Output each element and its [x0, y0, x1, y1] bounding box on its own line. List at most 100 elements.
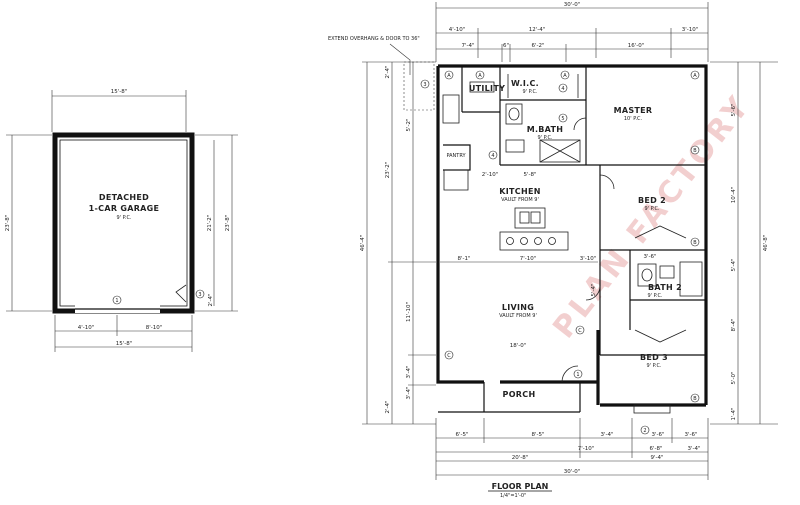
bed2-closet-doors [634, 225, 687, 239]
tag-b-2 [690, 237, 700, 247]
dim-kitchen-w: 7'-10" [520, 256, 537, 262]
tag-four-2-label: 4 [491, 153, 494, 159]
garage-inner-wall [59, 139, 188, 307]
house: 30'-0" 4'-10" 12'-4" 3'-10" 7'-4" 6" 6'-… [328, 2, 778, 480]
garage-side-door-tag [195, 289, 205, 299]
dim-kitchen-left: 8'-1" [457, 256, 470, 262]
garage-overall-width: 15'-8" [111, 89, 128, 95]
mbath-vanity [505, 103, 523, 125]
garage-side-door-swing [175, 284, 187, 303]
room-kitchen-sub: VAULT FROM 9' [501, 197, 539, 203]
bed2-door-swing [599, 174, 615, 190]
house-left-dim-1: 2'-4" [385, 65, 391, 78]
room-living-sub: VAULT FROM 9' [499, 313, 537, 319]
tag-three-label: 3 [423, 82, 426, 88]
mbath-shower-x2 [539, 139, 581, 163]
tag-c-1 [444, 350, 454, 360]
tag-c-1-label: C [447, 353, 451, 359]
stool-1 [506, 237, 514, 245]
room-bed2-sub: 9' P.C. [644, 206, 659, 212]
garage-door-left: 4'-10" [78, 325, 95, 331]
tag-five-label: 5 [561, 116, 564, 122]
tag-b-1 [690, 145, 700, 155]
house-right-dim-6: 1'-4" [731, 407, 737, 420]
house-overall-width-bottom: 30'-0" [564, 469, 581, 475]
dim-kitchen-right: 3'-10" [580, 256, 597, 262]
garage-door-right: 8'-10" [146, 325, 163, 331]
tag-one [573, 369, 583, 379]
kitchen-island [499, 231, 569, 251]
kitchen-sink-left [519, 211, 530, 224]
drawing-title-scale: 1/4"=1'-0" [500, 493, 526, 499]
room-kitchen: KITCHEN [499, 187, 540, 196]
house-top2-dim-1: 7'-4" [461, 43, 474, 49]
tag-c-2-label: C [578, 328, 582, 334]
house-left-dim-5: 3'-4" [406, 365, 412, 378]
tag-four-1 [558, 83, 568, 93]
house-overall-depth-right: 46'-8" [763, 235, 769, 252]
tag-b-3 [690, 393, 700, 403]
bath2-vanity [637, 263, 657, 287]
garage-outer-wall [52, 132, 195, 314]
garage-title-line1: DETACHED [99, 193, 149, 202]
garage-bottom-width: 15'-8" [116, 341, 133, 347]
house-bottom2-dim-2: 6'-8" [649, 446, 662, 452]
kitchen-sink-counter [514, 207, 546, 229]
window-seat [633, 404, 671, 414]
stool-3 [534, 237, 542, 245]
dim-closet: 5'-4" [591, 283, 597, 296]
garage: 15'-8" 1 3 DETACHED 1-CAR GARAGE 9' P.C.… [5, 89, 238, 352]
watermark: PLAN FACTORY [546, 88, 758, 345]
tag-a-4 [690, 70, 700, 80]
tag-c-2 [575, 325, 585, 335]
dim-mbath-w: 5'-8" [523, 172, 536, 178]
house-left-dim-7: 2'-4" [385, 400, 391, 413]
stool-4 [548, 237, 556, 245]
drawing-title-main: FLOOR PLAN [492, 482, 549, 491]
dim-wic-w: 2'-10" [482, 172, 499, 178]
mbath-shower [539, 139, 581, 163]
mbath-door-swing [573, 117, 587, 131]
house-right-dim-5: 5'-0" [731, 371, 737, 384]
house-exterior-wall-top-right [438, 64, 708, 405]
garage-overall-depth: 23'-8" [225, 215, 231, 232]
mbath-sink [508, 107, 520, 121]
room-porch: PORCH [503, 390, 536, 399]
house-bottom-dim-1: 6'-5" [455, 432, 468, 438]
room-pantry: PANTRY [446, 153, 466, 159]
overhang-note-leader [389, 43, 411, 75]
house-bottom3-dim-1: 20'-8" [512, 455, 529, 461]
room-wic-sub: 9' P.C. [522, 89, 537, 95]
drawing-title: FLOOR PLAN 1/4"=1'-0" [488, 482, 552, 499]
tag-a-2-label: A [478, 73, 482, 79]
tag-a-2 [475, 70, 485, 80]
room-bed3-sub: 9' P.C. [646, 363, 661, 369]
tag-a-1-label: A [447, 73, 451, 79]
house-top2-dim-3: 6'-2" [531, 43, 544, 49]
overhang-note: EXTEND OVERHANG & DOOR TO 36" [328, 36, 420, 42]
tag-one-label: 1 [576, 372, 579, 378]
house-bottom2-dim-1: 7'-10" [578, 446, 595, 452]
bath2-tub [679, 261, 703, 297]
kitchen-sink-right [530, 211, 541, 224]
dim-bath-top: 3'-6" [643, 254, 656, 260]
house-right-dim-1: 5'-6" [731, 103, 737, 116]
stool-2 [520, 237, 528, 245]
house-right-dim-3: 5'-4" [731, 258, 737, 271]
house-right-dim-2: 10'-4" [731, 187, 737, 204]
garage-left-depth: 23'-8" [5, 215, 11, 232]
tag-b-3-label: B [693, 396, 697, 402]
house-top2-dim-4: 16'-0" [628, 43, 645, 49]
house-bottom-dim-4: 3'-6" [651, 432, 664, 438]
house-bottom-dim-2: 8'-5" [531, 432, 544, 438]
utility-shelf [469, 81, 495, 93]
room-master: MASTER [614, 106, 653, 115]
house-top-dim-3: 3'-10" [682, 27, 699, 33]
house-bottom-dim-5: 3'-6" [684, 432, 697, 438]
garage-door-tag-label: 1 [115, 298, 118, 304]
house-left-dim-3: 5'-2" [406, 118, 412, 131]
house-right-dim-4: 8'-4" [731, 318, 737, 331]
tag-a-3-label: A [563, 73, 567, 79]
